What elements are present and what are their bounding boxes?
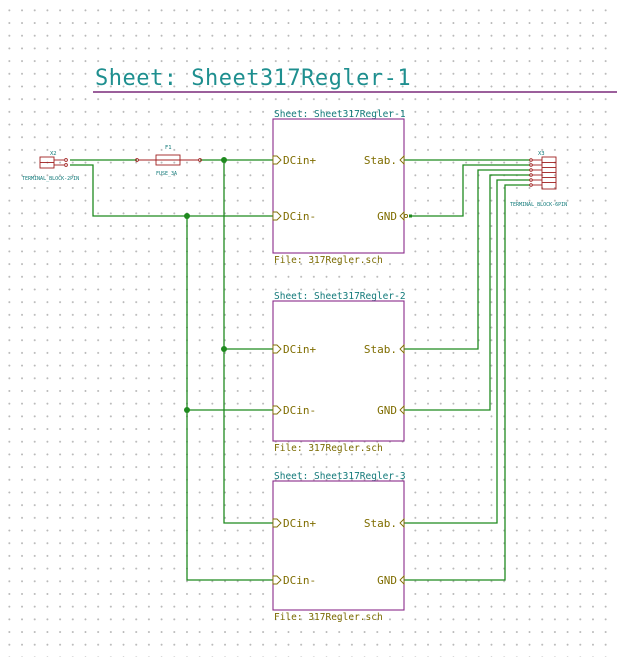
fuse-f1[interactable]: F1 FUSE_3A xyxy=(135,145,202,177)
sheet-1-box[interactable] xyxy=(272,118,405,254)
page-title: Sheet: Sheet317Regler-1 xyxy=(95,66,412,91)
sheet-2-dcin-plus-label: DCin+ xyxy=(283,343,316,356)
f1-reference: F1 xyxy=(165,145,172,151)
wire-dcin-minus-bus[interactable] xyxy=(186,216,273,581)
wire-stab-3[interactable] xyxy=(403,179,530,524)
x2-pin2-terminal xyxy=(64,163,68,167)
sheet-3-gnd-label: GND xyxy=(377,574,397,587)
wire-stab-2[interactable] xyxy=(403,169,530,350)
wire-gnd-3[interactable] xyxy=(403,184,530,581)
sheet-2-gnd-label: GND xyxy=(377,404,397,417)
x2-pin1-terminal xyxy=(64,158,68,162)
terminal-block-x3[interactable]: X3 TERMINAL_BLOCK-6PIN xyxy=(510,151,567,208)
sheet-1-gnd-label: GND xyxy=(377,210,397,223)
sheet-1-file: File: 317Regler.sch xyxy=(274,255,383,266)
junction-dcin-plus-top xyxy=(221,157,227,163)
sheet-2-stab-port[interactable] xyxy=(399,343,405,355)
x3-pin2-terminal xyxy=(529,163,533,167)
sheet-3-name: Sheet: Sheet317Regler-3 xyxy=(274,471,406,482)
wire-gnd-1[interactable] xyxy=(411,164,530,217)
junctions xyxy=(184,157,227,413)
sheet-3-dcin-minus-label: DCin- xyxy=(283,574,316,587)
x3-pin1-terminal xyxy=(529,158,533,162)
sheet-1-dcin-minus-label: DCin- xyxy=(283,210,316,223)
wire-gnd-2[interactable] xyxy=(403,174,530,411)
junction-dcin-minus-top xyxy=(184,213,190,219)
sheet-2-stab-label: Stab. xyxy=(364,343,397,356)
sheet-2-dcin-minus-port[interactable] xyxy=(272,405,282,415)
sheet-3-gnd-port[interactable] xyxy=(399,574,405,586)
sheet-1-dcin-minus-port[interactable] xyxy=(272,211,282,221)
sheet-2-name: Sheet: Sheet317Regler-2 xyxy=(274,291,406,302)
sheet-2-gnd-port[interactable] xyxy=(399,404,405,416)
sheet-1-dcin-plus-label: DCin+ xyxy=(283,154,316,167)
sheet-3-stab-label: Stab. xyxy=(364,517,397,530)
sheet-3-file: File: 317Regler.sch xyxy=(274,612,383,623)
x3-pin4-terminal xyxy=(529,173,533,177)
f1-value: FUSE_3A xyxy=(156,171,177,177)
wire-x2-to-dcin-minus-1[interactable] xyxy=(70,164,273,217)
sheet-1-stab-label: Stab. xyxy=(364,154,397,167)
x3-reference: X3 xyxy=(538,151,545,157)
wires xyxy=(70,159,530,581)
sheet-3-dcin-minus-port[interactable] xyxy=(272,575,282,585)
wire-dcin-plus-bus[interactable] xyxy=(223,160,273,524)
x3-value: TERMINAL_BLOCK-6PIN xyxy=(510,202,567,208)
terminal-block-x2[interactable]: X2 TERMINAL_BLOCK-2PIN xyxy=(22,151,79,182)
x3-pin3-terminal xyxy=(529,168,533,172)
x2-reference: X2 xyxy=(50,151,57,157)
sheet-3-stab-port[interactable] xyxy=(399,517,405,529)
x3-pin6-terminal xyxy=(529,183,533,187)
x3-pin5-terminal xyxy=(529,178,533,182)
hierarchical-sheet-2[interactable]: Sheet: Sheet317Regler-2 File: 317Regler.… xyxy=(272,291,406,454)
sheet-2-box[interactable] xyxy=(272,300,405,442)
sheet-1-gnd-marker xyxy=(409,214,412,218)
sheet-1-name: Sheet: Sheet317Regler-1 xyxy=(274,109,406,120)
x3-body xyxy=(541,156,557,190)
hierarchical-sheet-3[interactable]: Sheet: Sheet317Regler-3 File: 317Regler.… xyxy=(272,471,406,623)
sheet-2-dcin-plus-port[interactable] xyxy=(272,344,282,354)
sheet-1-dcin-plus-port[interactable] xyxy=(272,155,282,165)
sheet-1-gnd-marker-ring xyxy=(403,213,409,219)
hierarchical-sheet-1[interactable]: Sheet: Sheet317Regler-1 File: 317Regler.… xyxy=(272,109,412,266)
sheet-2-file: File: 317Regler.sch xyxy=(274,443,383,454)
junction-dcin-minus-mid xyxy=(184,407,190,413)
sheet-3-dcin-plus-port[interactable] xyxy=(272,518,282,528)
sheet-2-dcin-minus-label: DCin- xyxy=(283,404,316,417)
junction-dcin-plus-mid xyxy=(221,346,227,352)
sheet-1-stab-port[interactable] xyxy=(399,154,405,166)
x2-value: TERMINAL_BLOCK-2PIN xyxy=(22,176,79,182)
sheet-3-box[interactable] xyxy=(272,480,405,611)
sheet-3-dcin-plus-label: DCin+ xyxy=(283,517,316,530)
